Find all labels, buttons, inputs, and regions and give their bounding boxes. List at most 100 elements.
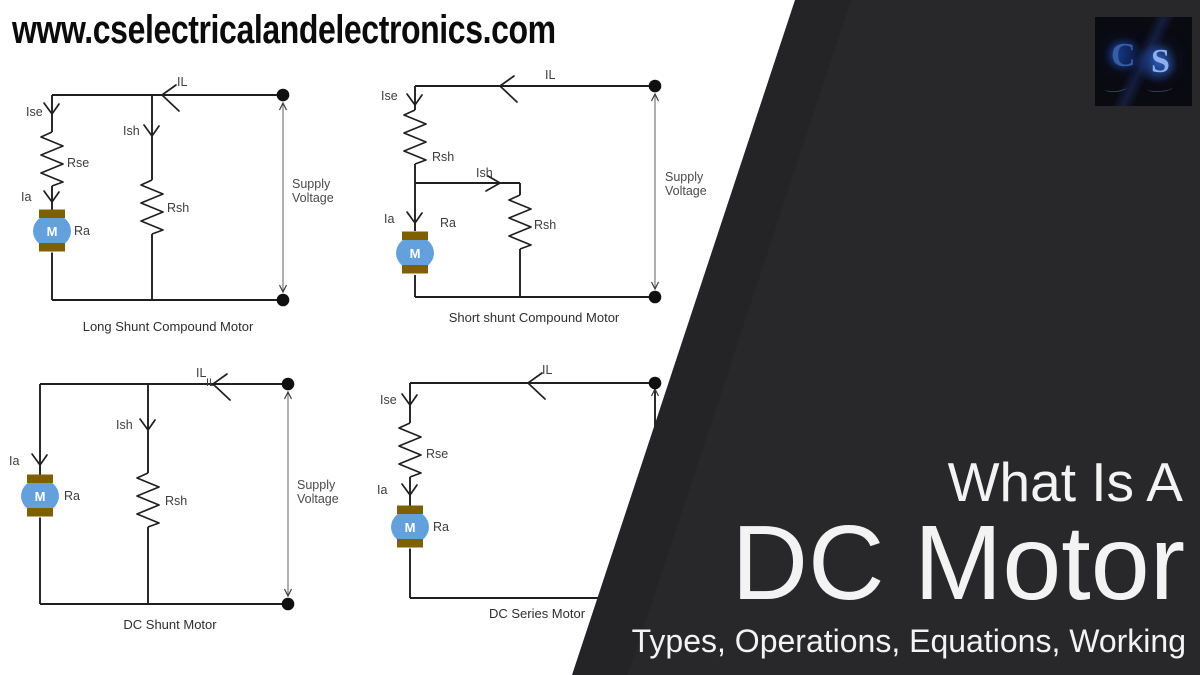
- resistor-rsh: [136, 472, 160, 528]
- current-arrow-ise: [406, 93, 423, 106]
- label-rsh: Rsh: [534, 218, 556, 232]
- motor-brush-top: [397, 505, 423, 514]
- terminal-dot-bottom: [276, 293, 290, 307]
- cs-channel-logo: C S: [1095, 17, 1192, 106]
- label-ia: Ia: [377, 483, 387, 497]
- label-voltage: Voltage: [297, 492, 339, 506]
- terminal-dot-top: [648, 376, 662, 390]
- label-rse: Rse: [67, 156, 89, 170]
- terminal-dot-bottom: [281, 597, 295, 611]
- motor-symbol: M: [21, 474, 59, 517]
- circuit-dc-shunt-motor: M IL IL Ia Ra Ish Rsh Supply Voltage DC …: [9, 366, 339, 632]
- label-il: IL: [196, 366, 206, 380]
- label-il: IL: [545, 68, 555, 82]
- wires: [414, 85, 655, 298]
- current-arrow-ish: [143, 124, 160, 137]
- subtitle-line-topics: Types, Operations, Equations, Working: [631, 623, 1186, 659]
- motor-armature: [391, 510, 429, 544]
- logo-signature-mark: [1104, 82, 1128, 94]
- label-rse: Rse: [426, 447, 448, 461]
- title-line-what-is-a: What Is A: [947, 451, 1183, 513]
- label-ra: Ra: [440, 216, 456, 230]
- motor-armature: [396, 236, 434, 270]
- label-supply: Supply: [297, 478, 336, 492]
- current-arrow-ish: [139, 418, 156, 431]
- label-r-series: Rsh: [432, 150, 454, 164]
- dimension-arrow-down: [278, 284, 288, 294]
- current-arrow-ish: [485, 175, 501, 192]
- terminal-dot-top: [276, 88, 290, 102]
- dimension-arrow-down: [650, 281, 660, 291]
- current-arrow-il: [161, 84, 180, 112]
- terminal-dot-top: [281, 377, 295, 391]
- circuit-caption: Long Shunt Compound Motor: [83, 319, 254, 334]
- motor-armature: [21, 479, 59, 513]
- dimension-arrow-down: [283, 588, 293, 598]
- resistor-rse: [40, 131, 64, 187]
- resistor-series: [403, 109, 427, 165]
- label-supply: Supply: [292, 177, 331, 191]
- current-arrow-il: [212, 373, 231, 401]
- motor-brush-top: [39, 209, 65, 218]
- current-arrow-ia: [406, 211, 423, 224]
- circuit-dc-series-motor: M IL Ise Rse Ia Ra DC Series Motor: [377, 363, 662, 621]
- label-ra: Ra: [64, 489, 80, 503]
- label-ish: Ish: [116, 418, 133, 432]
- circuit-short-shunt-compound-motor: M IL Ise Rsh Ish Rsh Ia Ra Supply Voltag…: [381, 68, 707, 325]
- motor-armature: [33, 214, 71, 248]
- motor-brush-bottom: [27, 508, 53, 517]
- motor-m-label: M: [35, 489, 46, 504]
- resistor-rse: [398, 422, 422, 478]
- label-voltage: Voltage: [292, 191, 334, 205]
- label-voltage: Voltage: [665, 184, 707, 198]
- circuit-caption: DC Series Motor: [489, 606, 586, 621]
- label-rsh: Rsh: [167, 201, 189, 215]
- motor-symbol: M: [396, 231, 434, 274]
- current-arrow-ia: [43, 190, 60, 203]
- label-rsh: Rsh: [165, 494, 187, 508]
- label-ia: Ia: [21, 190, 31, 204]
- wires: [39, 383, 288, 605]
- title-line-dc-motor: DC Motor: [731, 504, 1185, 622]
- label-supply: Supply: [665, 170, 704, 184]
- motor-brush-top: [402, 231, 428, 240]
- logo-signature-mark: [1146, 83, 1174, 93]
- label-ish: Ish: [476, 166, 493, 180]
- logo-letter-s: S: [1151, 43, 1170, 80]
- current-arrow-ise: [43, 102, 60, 115]
- label-ish: Ish: [123, 124, 140, 138]
- dimension-arrow-up: [283, 390, 293, 400]
- motor-m-label: M: [405, 520, 416, 535]
- motor-brush-bottom: [39, 243, 65, 252]
- current-arrow-il: [499, 75, 518, 103]
- wires: [51, 94, 283, 301]
- label-ra: Ra: [74, 224, 90, 238]
- current-arrow-ia: [401, 483, 418, 496]
- dimension-arrow-up: [278, 101, 288, 111]
- current-arrow-il: [527, 372, 546, 400]
- website-url-text: www.cselectricalandelectronics.com: [12, 8, 556, 52]
- motor-brush-bottom: [397, 539, 423, 548]
- motor-brush-top: [27, 474, 53, 483]
- label-ia: Ia: [384, 212, 394, 226]
- terminal-dot-top: [648, 79, 662, 93]
- dimension-arrow-up: [650, 92, 660, 102]
- resistor-shunt: [508, 194, 532, 250]
- label-ia: Ia: [9, 454, 19, 468]
- label-il-2: IL: [206, 377, 215, 389]
- circuit-caption: DC Shunt Motor: [123, 617, 217, 632]
- label-il: IL: [177, 75, 187, 89]
- circuit-caption: Short shunt Compound Motor: [449, 310, 620, 325]
- label-il: IL: [542, 363, 552, 377]
- current-arrow-ise: [401, 393, 418, 406]
- circuit-long-shunt-compound-motor: M IL Ise Rse Ia Ra Ish Rsh Supply Voltag…: [21, 75, 334, 334]
- label-ise: Ise: [26, 105, 43, 119]
- current-arrow-ia: [31, 453, 48, 466]
- logo-letter-c: C: [1111, 37, 1136, 74]
- resistor-rsh: [140, 179, 164, 235]
- terminal-dot-bottom: [648, 290, 662, 304]
- label-ra: Ra: [433, 520, 449, 534]
- motor-m-label: M: [410, 246, 421, 261]
